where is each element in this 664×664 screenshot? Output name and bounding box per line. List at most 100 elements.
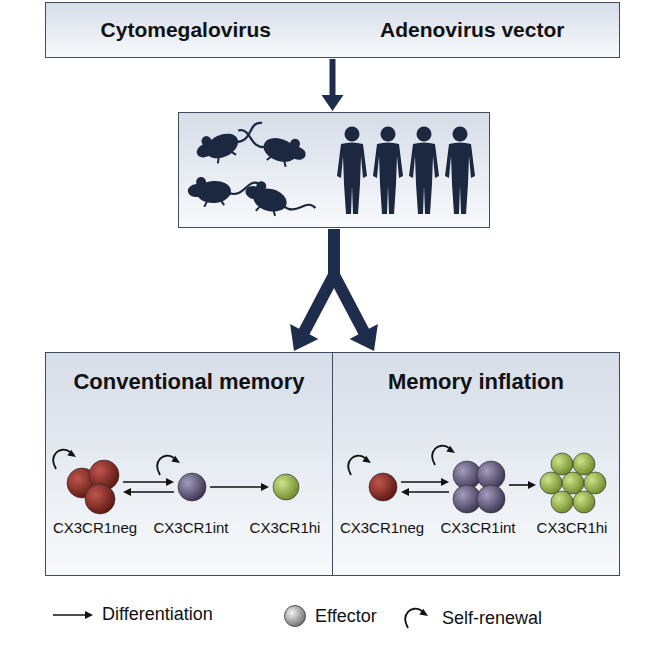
cell-graphic <box>337 441 427 517</box>
cell-graphic <box>433 441 523 517</box>
legend-loop <box>404 604 434 632</box>
cell-label: CX3CR1int <box>433 519 523 536</box>
process-box <box>178 112 490 228</box>
arrowhead <box>123 488 131 496</box>
self-renewal-curve <box>432 446 449 465</box>
legend-text: Self-renewal <box>442 608 542 629</box>
arrowhead <box>350 324 378 351</box>
human <box>409 127 439 215</box>
cell-cluster <box>273 474 299 500</box>
arrowhead <box>171 456 180 463</box>
connector-line <box>330 59 336 98</box>
mouse <box>192 112 270 170</box>
cell <box>551 453 573 475</box>
arrowhead <box>67 450 76 457</box>
arrowhead <box>419 609 428 616</box>
cell-population: CX3CR1hi <box>527 441 617 551</box>
arrowhead <box>401 488 409 496</box>
connector-arrow <box>290 229 334 351</box>
cell-graphic <box>146 441 236 517</box>
human <box>445 127 475 215</box>
human <box>337 127 367 215</box>
cell <box>273 474 299 500</box>
arrowhead <box>441 478 449 486</box>
cell <box>178 473 206 501</box>
cell-label: CX3CR1neg <box>50 519 140 536</box>
effector-symbol <box>285 606 306 627</box>
connector-arrow <box>509 481 536 489</box>
legend-text: Differentiation <box>102 604 213 625</box>
connector-arrow <box>210 483 269 491</box>
arrowhead <box>261 483 269 491</box>
process-box: Cytomegalovirus Adenovirus vector <box>45 2 620 58</box>
cell <box>562 472 584 494</box>
self-renewal-arrow <box>405 609 428 628</box>
arrowhead <box>362 456 371 463</box>
connector-arrow <box>123 488 174 496</box>
connector-line <box>334 229 366 335</box>
arrowhead <box>446 446 455 453</box>
self-renewal-curve <box>348 456 365 475</box>
self-renewal-arrow <box>432 446 455 465</box>
cell-cluster <box>178 473 206 501</box>
connector-arrow <box>322 59 344 111</box>
box-ground <box>45 2 620 58</box>
cell-population: CX3CR1hi <box>240 441 330 551</box>
cell-cluster <box>540 453 606 513</box>
panel-title: Memory inflation <box>333 353 619 395</box>
human <box>373 127 403 215</box>
mouse <box>232 119 310 172</box>
connector-arrow <box>401 488 449 496</box>
cell <box>573 453 595 475</box>
cell-label: CX3CR1hi <box>527 519 617 536</box>
box-ground <box>178 112 490 228</box>
cell-population: CX3CR1neg <box>337 441 427 551</box>
box-label: Cytomegalovirus <box>101 18 271 42</box>
legend-item: Self-renewal <box>404 604 542 632</box>
legend-circle <box>283 604 307 628</box>
self-renewal-curve <box>405 609 422 628</box>
cell-label: CX3CR1neg <box>337 519 427 536</box>
cell-population: CX3CR1int <box>433 441 523 551</box>
legend-item: Effector <box>283 604 377 628</box>
cell-graphic <box>50 441 140 517</box>
arrowhead <box>85 611 93 619</box>
cell <box>369 473 397 501</box>
connector-line <box>509 484 530 486</box>
mice-illustration <box>187 112 319 225</box>
cell <box>540 472 562 494</box>
self-renewal-arrow <box>348 456 371 475</box>
box-ground <box>332 352 620 576</box>
connector-line <box>210 486 263 488</box>
box-ground <box>45 352 333 576</box>
cell <box>551 491 573 513</box>
mouse <box>241 178 318 226</box>
connector-line <box>129 491 174 493</box>
humans-illustration <box>337 127 475 215</box>
connector-line <box>407 491 449 493</box>
cell-cluster <box>453 461 505 513</box>
cell-population: CX3CR1int <box>146 441 236 551</box>
legend-line <box>53 614 86 616</box>
arrowhead <box>322 95 344 111</box>
legend-arrow <box>52 607 94 623</box>
self-renewal-arrow <box>53 450 76 469</box>
cell-label: CX3CR1int <box>146 519 236 536</box>
self-renewal-curve <box>157 456 174 475</box>
cell-population: CX3CR1neg <box>50 441 140 551</box>
connector-arrow <box>401 478 449 486</box>
box-label: Adenovirus vector <box>380 18 564 42</box>
self-renewal-curve <box>53 450 70 469</box>
arrowhead <box>528 481 536 489</box>
cell-cluster <box>67 460 119 514</box>
cell-label: CX3CR1hi <box>240 519 330 536</box>
arrowhead <box>290 324 318 351</box>
connector-line <box>123 481 168 483</box>
connector-line <box>401 481 443 483</box>
cell-graphic <box>527 441 617 517</box>
legend-item: Differentiation <box>52 604 213 625</box>
arrowhead <box>166 478 174 486</box>
cell <box>477 485 505 513</box>
